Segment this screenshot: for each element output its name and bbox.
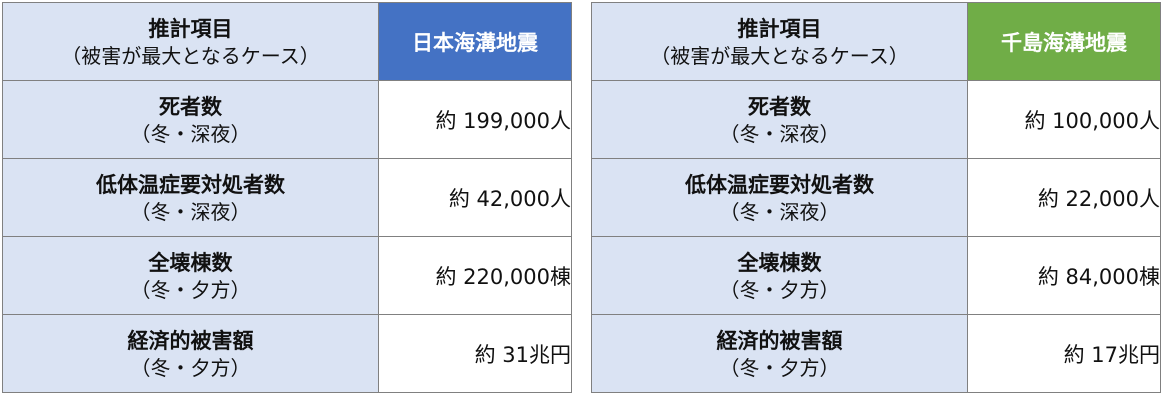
row-value: 約 84,000棟 (967, 236, 1161, 315)
row-item-label: 低体温症要対処者数 (96, 172, 285, 197)
row-label-cell: 死者数 （冬・深夜） (591, 80, 968, 159)
row-label-cell: 死者数 （冬・深夜） (2, 80, 379, 159)
item-header-cell: 推計項目 （被害が最大となるケース） (591, 2, 968, 81)
row-value: 約 22,000人 (967, 158, 1161, 237)
table-header-row: 推計項目 （被害が最大となるケース） 日本海溝地震 (2, 2, 572, 81)
item-header-note: （被害が最大となるケース） (61, 43, 320, 68)
row-value: 約 17兆円 (967, 314, 1161, 393)
table-row: 低体温症要対処者数 （冬・深夜） 約 22,000人 (591, 158, 1161, 237)
row-label-cell: 低体温症要対処者数 （冬・深夜） (591, 158, 968, 237)
row-item-label: 死者数 (748, 94, 811, 119)
table-row: 経済的被害額 （冬・夕方） 約 31兆円 (2, 314, 572, 393)
table-row: 死者数 （冬・深夜） 約 199,000人 (2, 80, 572, 159)
row-value: 約 199,000人 (378, 80, 572, 159)
row-value: 約 220,000棟 (378, 236, 572, 315)
item-header-cell: 推計項目 （被害が最大となるケース） (2, 2, 379, 81)
table-row: 経済的被害額 （冬・夕方） 約 17兆円 (591, 314, 1161, 393)
japan-trench-header: 日本海溝地震 (378, 2, 572, 81)
japan-trench-table: 推計項目 （被害が最大となるケース） 日本海溝地震 死者数 （冬・深夜） 約 1… (2, 2, 572, 393)
item-header-note: （被害が最大となるケース） (650, 43, 909, 68)
row-label-cell: 経済的被害額 （冬・夕方） (591, 314, 968, 393)
row-case-label: （冬・深夜） (130, 199, 251, 224)
row-case-label: （冬・夕方） (130, 355, 251, 380)
row-label-cell: 全壊棟数 （冬・夕方） (591, 236, 968, 315)
row-item-label: 死者数 (159, 94, 222, 119)
chishima-trench-table: 推計項目 （被害が最大となるケース） 千島海溝地震 死者数 （冬・深夜） 約 1… (591, 2, 1161, 393)
row-case-label: （冬・深夜） (719, 199, 840, 224)
row-case-label: （冬・夕方） (130, 277, 251, 302)
row-label-cell: 低体温症要対処者数 （冬・深夜） (2, 158, 379, 237)
row-label-cell: 全壊棟数 （冬・夕方） (2, 236, 379, 315)
chishima-trench-header: 千島海溝地震 (967, 2, 1161, 81)
row-case-label: （冬・深夜） (719, 121, 840, 146)
row-value: 約 100,000人 (967, 80, 1161, 159)
table-row: 低体温症要対処者数 （冬・深夜） 約 42,000人 (2, 158, 572, 237)
row-item-label: 経済的被害額 (127, 328, 254, 353)
table-header-row: 推計項目 （被害が最大となるケース） 千島海溝地震 (591, 2, 1161, 81)
row-item-label: 全壊棟数 (737, 250, 822, 275)
table-row: 全壊棟数 （冬・夕方） 約 84,000棟 (591, 236, 1161, 315)
row-item-label: 全壊棟数 (148, 250, 233, 275)
row-item-label: 経済的被害額 (716, 328, 843, 353)
row-case-label: （冬・夕方） (719, 355, 840, 380)
row-case-label: （冬・夕方） (719, 277, 840, 302)
row-item-label: 低体温症要対処者数 (685, 172, 874, 197)
row-value: 約 31兆円 (378, 314, 572, 393)
table-row: 死者数 （冬・深夜） 約 100,000人 (591, 80, 1161, 159)
table-row: 全壊棟数 （冬・夕方） 約 220,000棟 (2, 236, 572, 315)
item-header-label: 推計項目 (148, 16, 233, 41)
row-value: 約 42,000人 (378, 158, 572, 237)
row-case-label: （冬・深夜） (130, 121, 251, 146)
item-header-label: 推計項目 (737, 16, 822, 41)
row-label-cell: 経済的被害額 （冬・夕方） (2, 314, 379, 393)
